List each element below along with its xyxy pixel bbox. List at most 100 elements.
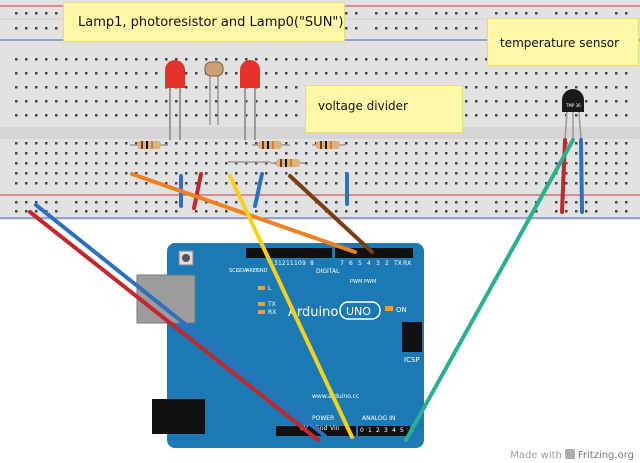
breadboard-hole [195,172,198,175]
digital-header-high [246,248,332,258]
pin-label: 0 [360,427,364,434]
breadboard-hole [515,142,518,145]
breadboard-hole [435,142,438,145]
breadboard-hole [575,72,578,75]
breadboard-hole [445,172,448,175]
breadboard-hole [525,182,528,185]
breadboard-hole [225,72,228,75]
breadboard-hole [15,114,18,117]
breadboard-hole [485,172,488,175]
breadboard-hole [325,182,328,185]
pin-label: 3 [376,260,380,267]
breadboard-hole [455,182,458,185]
breadboard-hole [295,114,298,117]
breadboard-hole [185,72,188,75]
breadboard-hole [435,201,438,204]
breadboard-hole [395,12,398,15]
resistor-2 [252,141,290,149]
breadboard-hole [85,172,88,175]
breadboard-hole [445,201,448,204]
breadboard-hole [535,172,538,175]
breadboard-hole [585,172,588,175]
long-wires [28,138,575,442]
breadboard-hole [265,58,268,61]
tx-led [258,302,265,306]
breadboard-hole [475,152,478,155]
breadboard-hole [435,182,438,185]
breadboard-hole [425,152,428,155]
on-led [385,306,393,311]
breadboard-hole [405,210,408,213]
breadboard-hole [375,162,378,165]
breadboard-hole [615,86,618,89]
breadboard-hole [115,72,118,75]
breadboard-hole [375,172,378,175]
breadboard-hole [585,182,588,185]
scl-label: SCL [229,268,239,274]
breadboard-hole [125,100,128,103]
breadboard-hole [455,201,458,204]
breadboard-hole [385,58,388,61]
breadboard-hole [215,100,218,103]
breadboard-hole [175,114,178,117]
breadboard-hole [555,210,558,213]
breadboard-hole [115,100,118,103]
breadboard-hole [585,210,588,213]
breadboard-hole [285,152,288,155]
breadboard-hole [135,201,138,204]
breadboard-hole [355,142,358,145]
breadboard-hole [145,58,148,61]
breadboard-hole [105,86,108,89]
breadboard-hole [565,162,568,165]
sensor-leg [564,111,568,141]
breadboard-hole [385,27,388,30]
breadboard-hole [495,12,498,15]
breadboard-hole [255,114,258,117]
breadboard-hole [375,152,378,155]
breadboard-hole [15,27,18,30]
breadboard-hole [105,100,108,103]
breadboard-hole [605,152,608,155]
breadboard-hole [285,114,288,117]
l-led [258,286,265,290]
breadboard-hole [445,210,448,213]
breadboard-hole [155,58,158,61]
breadboard-hole [45,58,48,61]
breadboard-hole [155,72,158,75]
breadboard-hole [155,172,158,175]
breadboard-hole [445,142,448,145]
pin-label: 4 [367,260,371,267]
breadboard-hole [345,72,348,75]
breadboard-hole [35,182,38,185]
breadboard-hole [65,100,68,103]
breadboard-hole [35,12,38,15]
breadboard-hole [615,210,618,213]
breadboard-hole [265,162,268,165]
breadboard-hole [225,162,228,165]
breadboard-hole [175,162,178,165]
breadboard-hole [515,114,518,117]
breadboard-hole [125,86,128,89]
breadboard-hole [145,72,148,75]
breadboard-hole [535,72,538,75]
footer-brand[interactable]: Fritzing.org [577,450,634,461]
breadboard-hole [295,72,298,75]
breadboard-hole [475,72,478,75]
breadboard-hole [225,58,228,61]
breadboard-hole [265,182,268,185]
pin-label: Vin [330,425,340,432]
breadboard-hole [15,210,18,213]
breadboard-hole [445,58,448,61]
breadboard-hole [345,12,348,15]
breadboard-hole [385,152,388,155]
breadboard-hole [575,182,578,185]
breadboard-hole [575,201,578,204]
breadboard-hole [125,172,128,175]
breadboard-hole [525,114,528,117]
breadboard-hole [205,58,208,61]
icsp-label: ICSP [404,356,420,364]
yellow-wire [228,174,354,439]
breadboard-hole [505,72,508,75]
breadboard-hole [595,210,598,213]
breadboard-hole [385,201,388,204]
